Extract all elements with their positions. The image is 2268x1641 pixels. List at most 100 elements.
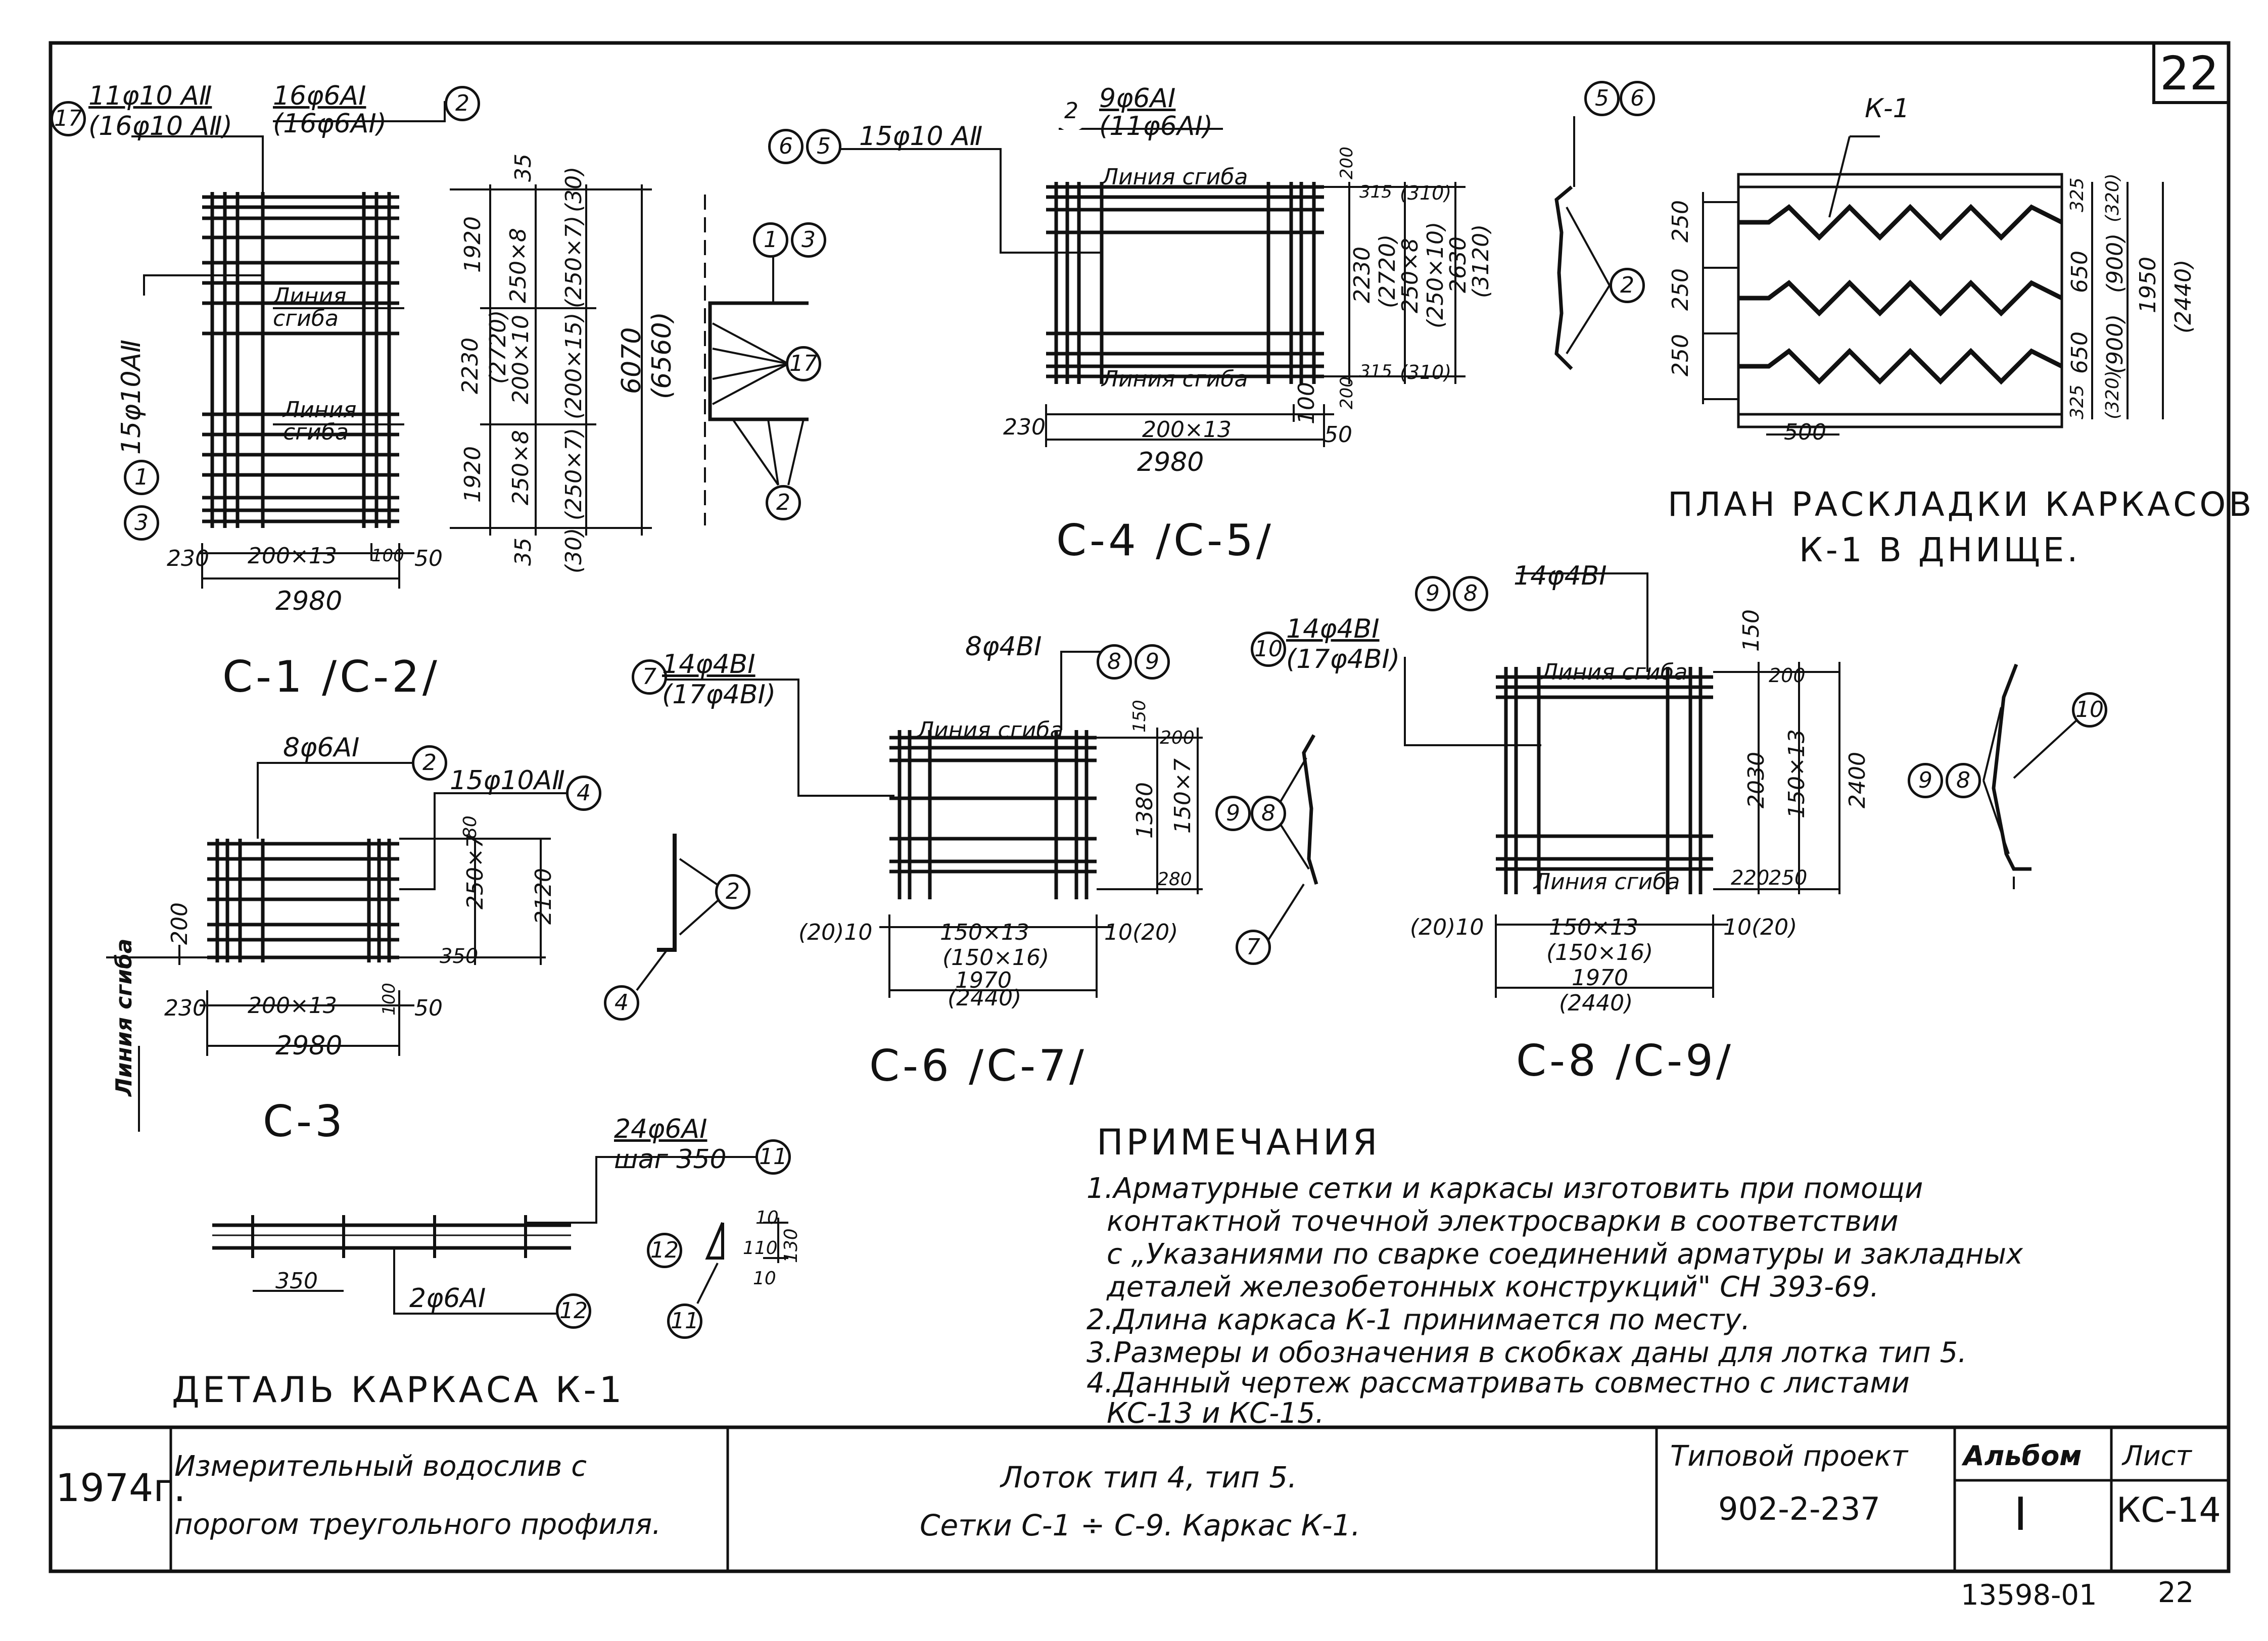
c8-dim-2400: 2400 xyxy=(1845,752,1870,808)
c6-dim-left: (20)10 xyxy=(798,920,873,945)
c4-dim-2630: 2630 xyxy=(1445,236,1471,293)
title-album-value: Ⅰ xyxy=(2014,1488,2027,1541)
sec56-callout-5: 5 xyxy=(1584,81,1620,116)
c4-spec-2: 9φ6АⅠ xyxy=(1099,83,1176,114)
c4-dim-2720: (2720) xyxy=(1375,234,1400,308)
c4-dim-315-bottom: 315 xyxy=(1359,361,1392,381)
dim-250x8-bottom: 250×8 xyxy=(508,430,534,505)
bend-line-1: Линия сгиба xyxy=(273,283,347,331)
callout-2: 2 xyxy=(445,86,480,121)
c6-total-width: 1970 xyxy=(955,968,1012,993)
plan-dim-2440: (2440) xyxy=(2170,259,2196,333)
c3-spec-2: 8φ6АⅠ xyxy=(283,733,360,763)
c3-total-width: 2980 xyxy=(275,1031,343,1061)
c4-dim-3120: (3120) xyxy=(1468,224,1494,298)
section1-callout-17: 17 xyxy=(786,346,821,381)
c4-dim-310-top: (310) xyxy=(1400,182,1452,204)
title-project-label: Типовой проект xyxy=(1670,1440,1908,1473)
sec56-callout-6: 6 xyxy=(1620,81,1655,116)
sheet-number: 22 xyxy=(2160,46,2219,101)
notes-title: ПРИМЕЧАНИЯ xyxy=(1097,1122,1381,1163)
callout-3: 3 xyxy=(124,505,159,541)
sec6-callout-7: 7 xyxy=(1236,930,1271,965)
bend-line-2: Линия сгиба xyxy=(283,397,357,445)
c3-dim-100: 100 xyxy=(379,983,399,1016)
c4-dim-310-bottom: (310) xyxy=(1400,361,1452,383)
c6-dim-150x7: 150×7 xyxy=(1170,758,1196,834)
footer-page: 22 xyxy=(2158,1576,2194,1609)
dim-200x15: (200×15) xyxy=(561,312,587,419)
c4-total-width: 2980 xyxy=(1137,447,1204,477)
c3-spec-4: 15φ10АⅡ xyxy=(450,765,565,796)
c4-spec-2-alt: (11φ6АⅠ) xyxy=(1099,111,1213,141)
c4-dim-230: 230 xyxy=(1003,414,1046,440)
section1-callout-3: 3 xyxy=(791,222,826,258)
mesh-c8-c9 xyxy=(1496,667,1713,894)
c3-callout-2: 2 xyxy=(412,745,447,781)
notes-line-1: 1.Арматурные сетки и каркасы изготовить … xyxy=(1086,1172,1923,1205)
c8-dim-220: 220 xyxy=(1731,866,1770,890)
c8-spec-10-alt: (17φ4ВⅠ) xyxy=(1286,644,1400,674)
k1-section-dim-10-top: 10 xyxy=(755,1208,779,1228)
dim-250x7-bottom: (250×7) xyxy=(561,427,587,520)
section1-callout-2: 2 xyxy=(766,485,801,520)
notes-line-2: контактной точечной электросварки в соот… xyxy=(1107,1205,1899,1238)
title-album-label: Альбом xyxy=(1963,1440,2082,1472)
k1-spec-11-step: шаг 350 xyxy=(614,1144,727,1175)
dim-230: 230 xyxy=(167,546,209,571)
section1-callout-1: 1 xyxy=(753,222,788,258)
c6-dim-150x16: (150×16) xyxy=(942,945,1050,971)
c8-callout-8: 8 xyxy=(1453,576,1488,611)
c3-dim-2120: 2120 xyxy=(531,868,556,925)
c8-callout-9: 9 xyxy=(1415,576,1450,611)
k1-detail-graphic xyxy=(212,1156,788,1315)
c6-callout-8: 8 xyxy=(1097,644,1132,680)
dim-100: 100 xyxy=(371,546,404,566)
sheet-number-box xyxy=(2152,41,2230,104)
notes-line-8: КС-13 и КС-15. xyxy=(1107,1397,1325,1430)
notes-line-5: 2.Длина каркаса К-1 принимается по месту… xyxy=(1086,1304,1751,1336)
k1-section-dim-130: 130 xyxy=(781,1228,801,1263)
title-name-line2: порогом треугольного профиля. xyxy=(174,1508,661,1541)
c4-bend-top: Линия сгиба xyxy=(1102,164,1248,190)
c4-dim-250x10: (250×10) xyxy=(1423,221,1448,328)
c3-dim-230: 230 xyxy=(164,995,207,1021)
c6-dim-280: 280 xyxy=(1157,869,1192,890)
sec56-callout-2: 2 xyxy=(1610,268,1645,303)
c4-callout-5: 5 xyxy=(806,129,841,164)
k1-section-dim-110: 110 xyxy=(743,1238,778,1259)
mesh-c6-c7 xyxy=(889,730,1097,899)
sec6-callout-8: 8 xyxy=(1251,796,1286,831)
c6-bend-line: Линия сгиба xyxy=(917,717,1064,743)
c8-dim-200: 200 xyxy=(1769,664,1806,687)
c8-callout-10: 10 xyxy=(1251,632,1286,667)
plan-dim-1950: 1950 xyxy=(2135,257,2161,313)
dim-35-bottom: 35 xyxy=(510,538,536,566)
dim-1920-top: 1920 xyxy=(460,216,486,273)
spec-2-alt: (16φ6АⅠ) xyxy=(273,109,387,139)
c6-dim-right: 10(20) xyxy=(1104,920,1178,945)
sec3-callout-2: 2 xyxy=(715,874,750,909)
plan-dim-650-1: 650 xyxy=(2067,251,2093,293)
mesh-c3 xyxy=(207,839,399,962)
dim-200x13: 200×13 xyxy=(248,543,337,569)
c8-bend-bottom: Линия сгиба xyxy=(1534,869,1680,895)
c6-spec-7: 14φ4ВⅠ xyxy=(662,649,755,680)
c8-spec-10: 14φ4ВⅠ xyxy=(1286,614,1380,644)
c8-dim-150x13: 150×13 xyxy=(1784,729,1810,818)
label-c6-c7: С-6 /С-7/ xyxy=(869,1041,1087,1091)
c4-callout-2: 2 xyxy=(1054,96,1089,131)
total-height-alt: (6560) xyxy=(647,312,677,399)
spec-17: 11φ10 АⅡ xyxy=(88,81,212,111)
dim-1920-bottom: 1920 xyxy=(460,446,486,503)
k1-spec-11: 24φ6АⅠ xyxy=(614,1114,707,1144)
c6-total-width-alt: (2440) xyxy=(948,985,1022,1011)
c3-dim-250x7: 250×7 xyxy=(462,834,488,909)
dim-250x8-top: 250×8 xyxy=(505,228,531,303)
c4-bend-bottom: Линия сгиба xyxy=(1102,366,1248,392)
k1-spec-12: 2φ6АⅠ xyxy=(409,1283,486,1314)
spec-2: 16φ6АⅠ xyxy=(273,81,366,111)
dim-200x10: 200×10 xyxy=(508,315,534,404)
c3-callout-4: 4 xyxy=(566,776,601,811)
